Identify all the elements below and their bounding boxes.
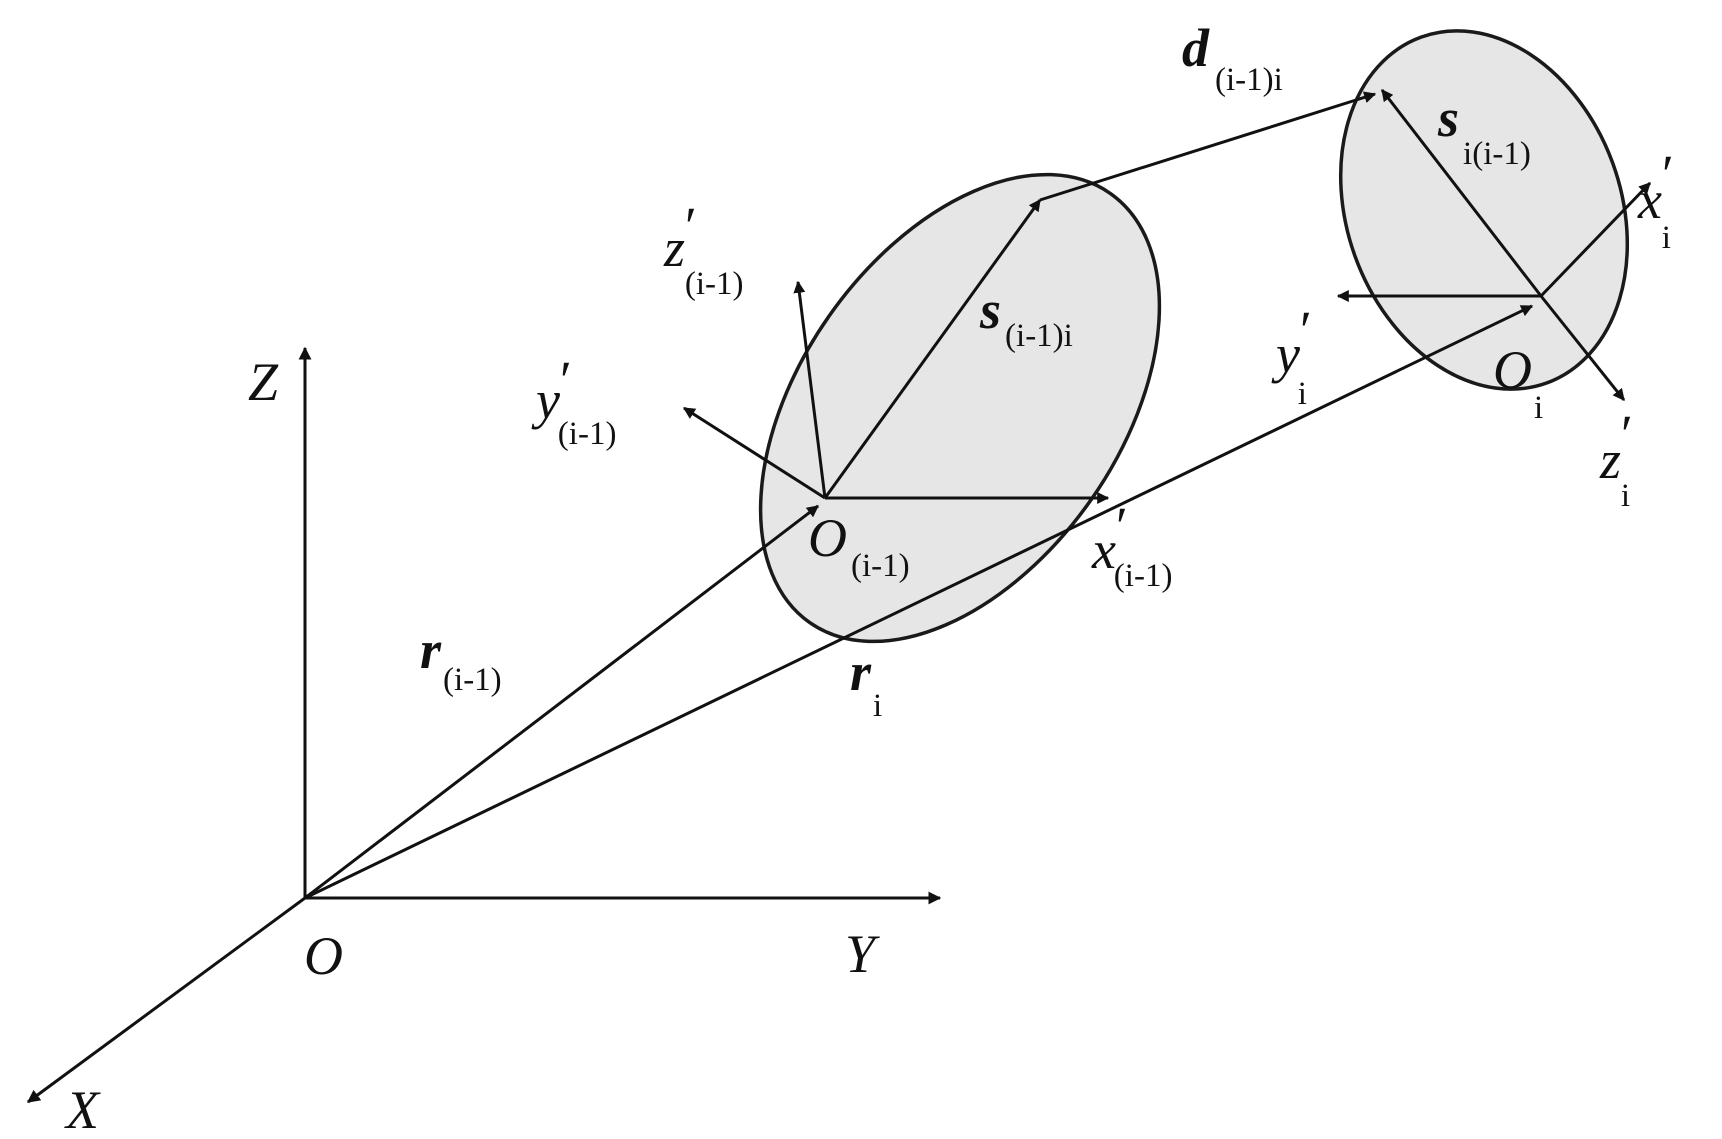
s-prev-i-vector (823, 199, 1042, 499)
y-prime-prev-label: y′(i-1) (531, 350, 616, 452)
s-i-prev-label: si(i-1) (1437, 88, 1531, 172)
y-axis-label: Y (845, 924, 880, 984)
y-prime-i-label: y′i (1271, 300, 1312, 412)
r-prev-label: r(i-1) (420, 620, 502, 698)
x-prime-i-axis (1539, 181, 1652, 298)
d-vector-label: d(i-1)i (1182, 18, 1283, 98)
r-i-label: ri (850, 642, 882, 724)
origin-label: O (304, 926, 343, 986)
x-axis (26, 896, 306, 1104)
body-disk-i (1338, 29, 1630, 391)
s-i-prev-vector (1380, 89, 1543, 297)
origin-i-label: Oi (1493, 340, 1543, 426)
x-axis-label: X (64, 1080, 101, 1139)
origin-prev-label: O(i-1) (808, 508, 910, 584)
s-prev-i-label: s(i-1)i (979, 280, 1073, 354)
z-prime-i-label: z′i (1599, 404, 1633, 514)
x-prime-i-label: x′i (1637, 144, 1674, 256)
body-disk-prev (758, 172, 1162, 644)
z-prime-i-axis (1539, 295, 1626, 401)
y-prime-prev-axis (682, 406, 826, 500)
r-i-vector (304, 304, 1534, 900)
z-axis-label: Z (248, 352, 279, 412)
z-prime-prev-label: z′(i-1) (663, 196, 743, 302)
z-prime-prev-axis (793, 280, 827, 499)
r-prev-vector (304, 504, 819, 900)
d-vector (1039, 91, 1377, 202)
x-prime-prev-label: x′(i-1) (1091, 496, 1172, 594)
